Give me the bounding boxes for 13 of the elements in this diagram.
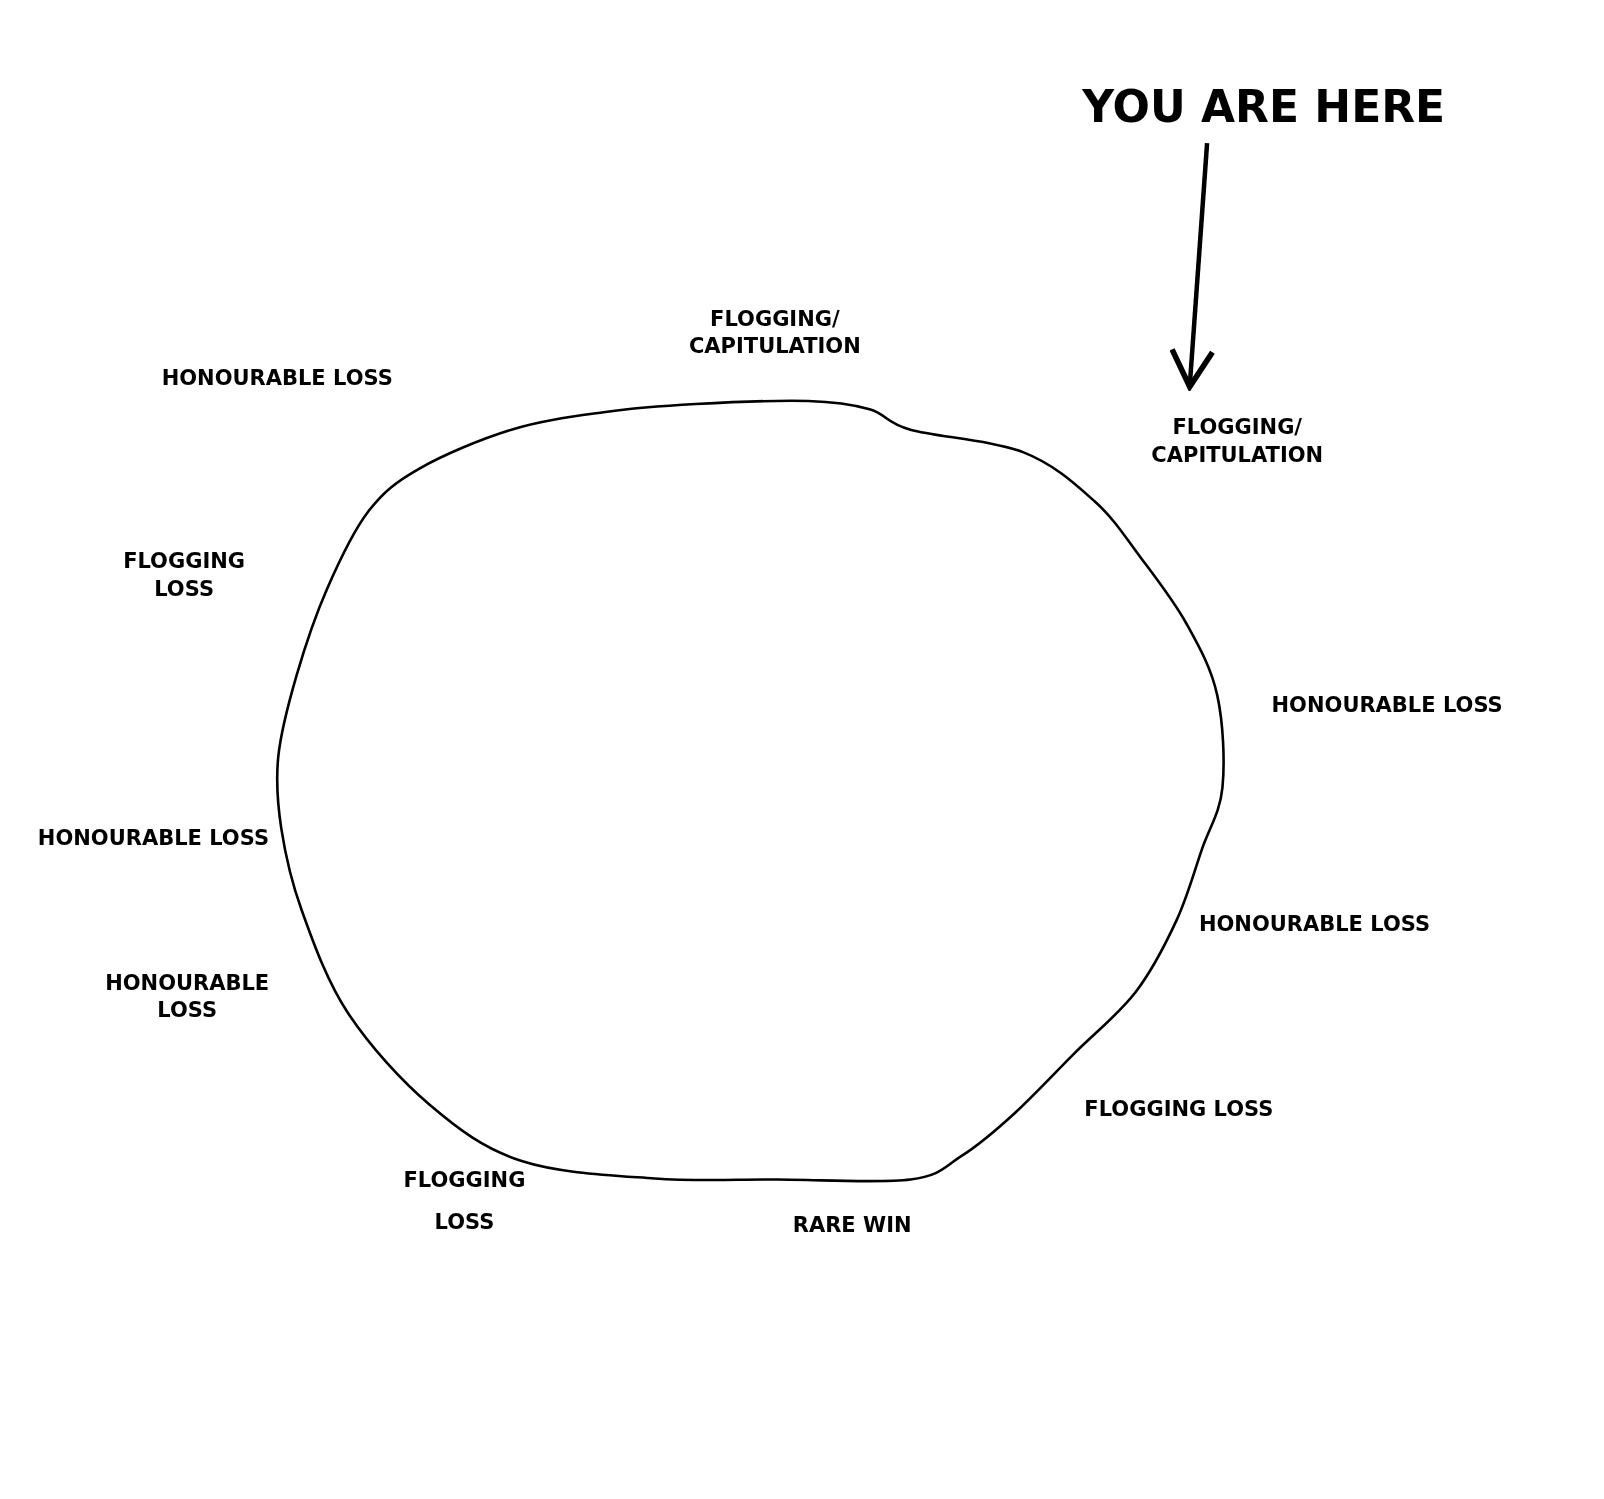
outcome-label: HONOURABLE LOSS bbox=[1198, 911, 1431, 939]
outcome-label: FLOGGING LOSS bbox=[402, 1167, 527, 1236]
outcome-label: FLOGGING LOSS bbox=[1084, 1095, 1274, 1123]
arrow bbox=[1169, 143, 1216, 390]
pointer-label: YOU ARE HERE bbox=[1082, 77, 1446, 135]
position-label: FLOGGING/ CAPITULATION bbox=[1137, 414, 1337, 469]
outcome-label: FLOGGING LOSS bbox=[122, 548, 247, 603]
outcome-label: RARE WIN bbox=[792, 1212, 912, 1240]
outcome-label: HONOURABLE LOSS bbox=[1271, 691, 1503, 719]
outcome-label: HONOURABLE LOSS bbox=[37, 824, 269, 852]
outcome-label: FLOGGING/ CAPITULATION bbox=[687, 305, 862, 361]
outcome-label: HONOURABLE LOSS bbox=[161, 365, 393, 393]
outcome-label: HONOURABLE LOSS bbox=[104, 969, 271, 1025]
